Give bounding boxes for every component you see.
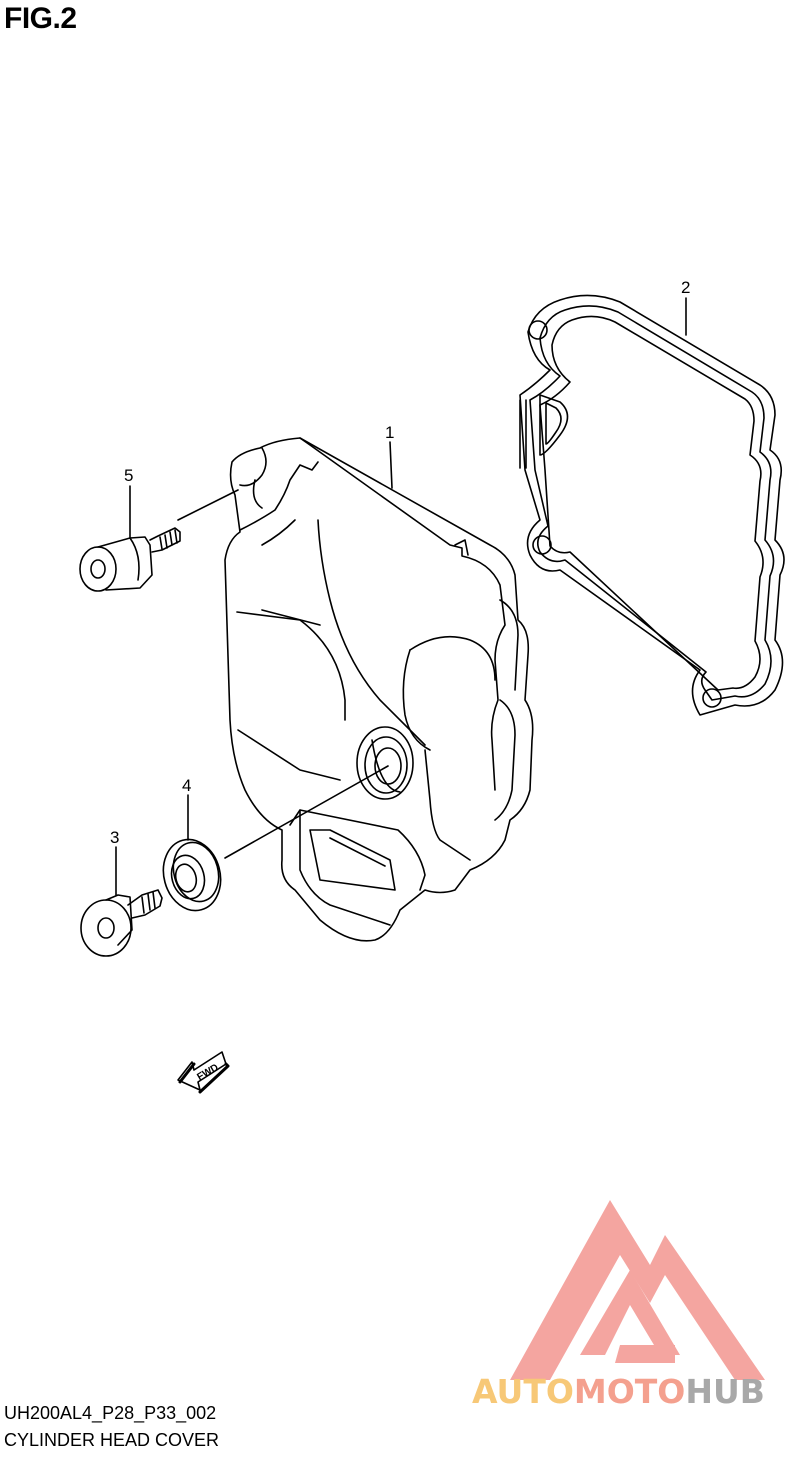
diagram-code: UH200AL4_P28_P33_002 [4, 1403, 217, 1423]
parts-diagram: 1 2 3 4 5 FWD [79, 278, 785, 1094]
fwd-label: FWD [195, 1062, 220, 1083]
watermark-text: AUTOMOTOHUB [472, 1372, 765, 1411]
seal-washer-part-4[interactable] [156, 833, 229, 917]
callout-3: 3 [110, 828, 119, 847]
gasket-part-2[interactable] [519, 294, 785, 716]
callout-5: 5 [124, 466, 133, 485]
callout-2: 2 [681, 278, 690, 297]
diagram-name: CYLINDER HEAD COVER [4, 1430, 220, 1450]
automotohub-logo [510, 1200, 765, 1380]
callout-1: 1 [385, 423, 394, 442]
cylinder-head-cover-part-1[interactable] [224, 437, 534, 942]
fwd-arrow-icon [177, 1051, 230, 1094]
callouts: 1 2 3 4 5 FWD [110, 278, 690, 1083]
bolt-part-3[interactable] [80, 889, 163, 957]
callout-4: 4 [182, 776, 191, 795]
figure-title: FIG.2 [4, 2, 77, 35]
